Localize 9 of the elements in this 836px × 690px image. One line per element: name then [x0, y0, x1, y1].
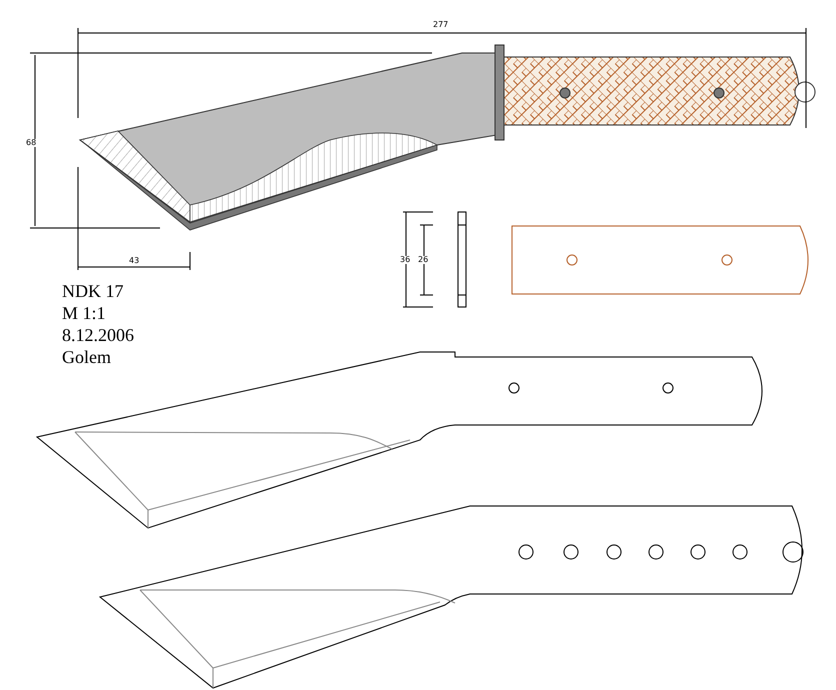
- dimension-value: 43: [129, 257, 140, 265]
- model-name: NDK 17: [62, 282, 124, 300]
- dimension-value: 36: [400, 256, 410, 264]
- author-name: Golem: [62, 348, 111, 366]
- date-text: 8.12.2006: [62, 326, 134, 344]
- dimension-value: 68: [26, 139, 36, 147]
- scale-note: M 1:1: [62, 304, 106, 322]
- dimension-value: 277: [433, 21, 448, 29]
- dimension-value: 26: [418, 256, 428, 264]
